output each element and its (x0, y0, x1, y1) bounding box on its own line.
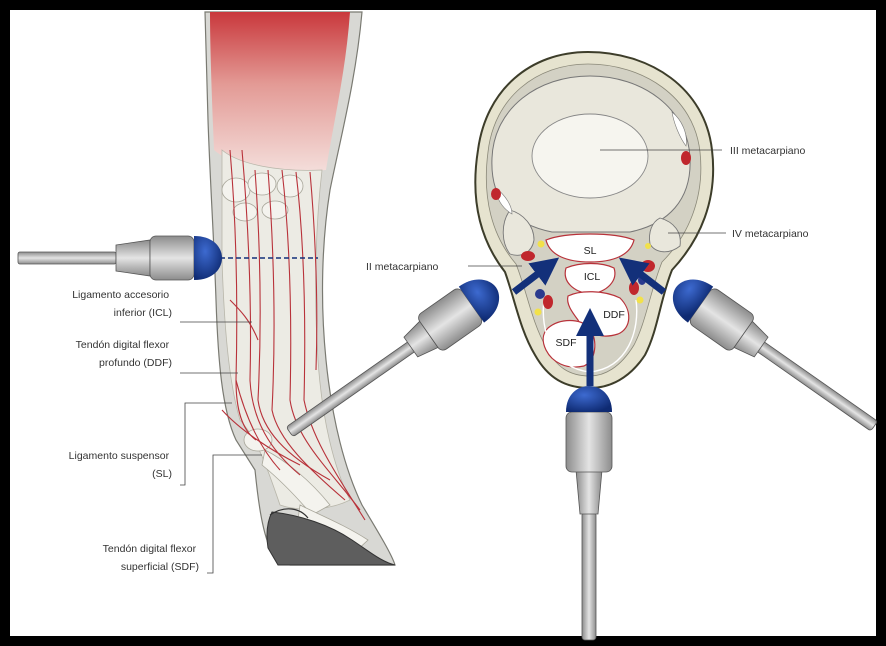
forearm-muscle (210, 12, 350, 172)
section-label-sdf: SDF (556, 337, 577, 349)
section-label-ddf: DDF (603, 309, 625, 321)
label-ii-metacarpiano: II metacarpiano (366, 261, 439, 273)
section-label-sl: SL (584, 245, 597, 257)
label-iv-metacarpiano: IV metacarpiano (732, 228, 809, 240)
medullary-cavity (532, 114, 648, 198)
label-iii-metacarpiano: III metacarpiano (730, 145, 805, 157)
section-label-icl: ICL (584, 271, 601, 283)
